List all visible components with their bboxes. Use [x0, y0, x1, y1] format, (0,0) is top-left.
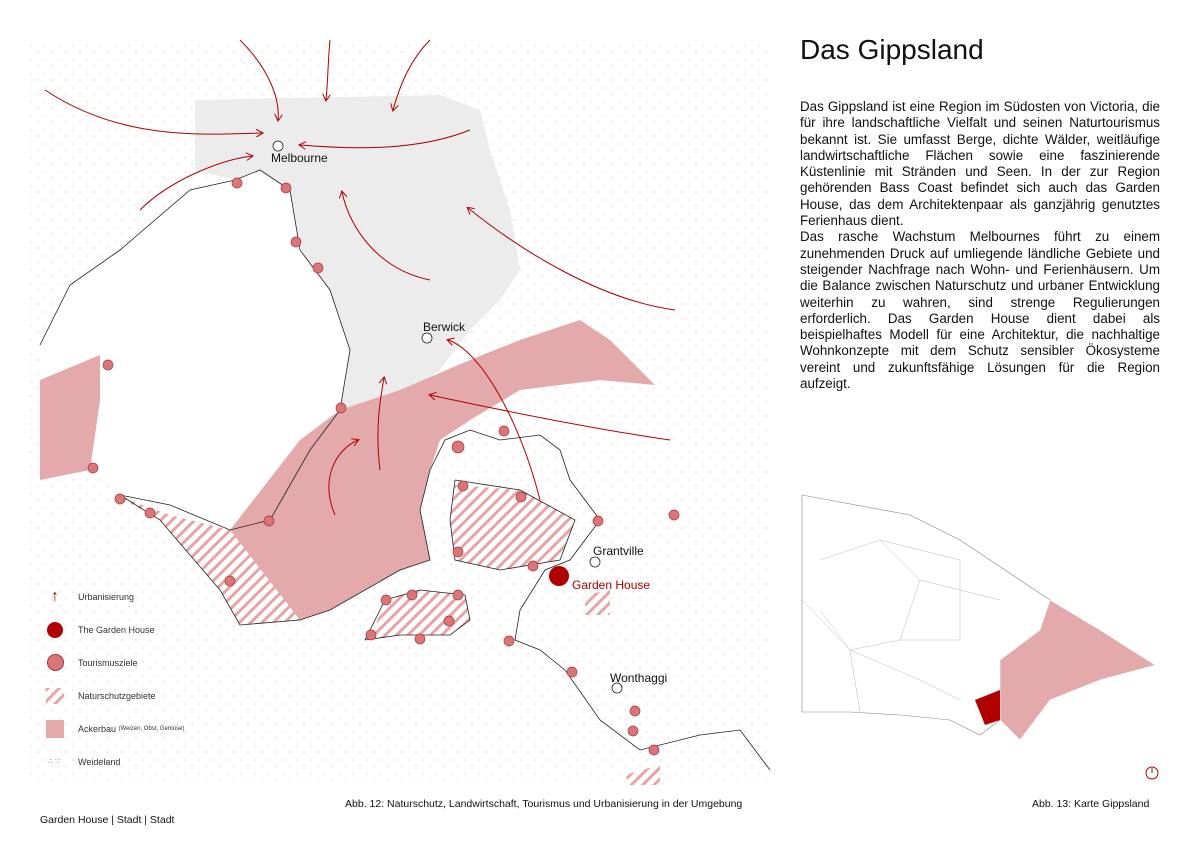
agriculture-swatch-icon: [40, 719, 70, 738]
coastline: [39, 169, 771, 771]
paragraph: Das Gippsland ist eine Region im Südoste…: [800, 99, 1160, 229]
agriculture-area-west: [40, 355, 100, 480]
bay-water: [40, 170, 350, 530]
label-grantville: Grantville: [593, 544, 644, 558]
page-title: Das Gippsland: [800, 34, 984, 65]
label-berwick: Berwick: [423, 320, 466, 334]
body-text: Das Gippsland ist eine Region im Südoste…: [800, 99, 1160, 392]
arrow-up-icon: ↑: [51, 587, 59, 605]
nature-reserve-phillip-island: [370, 590, 470, 640]
label-wonthaggi: Wonthaggi: [610, 671, 668, 685]
urbanisation-arrows: [44, 39, 676, 516]
pasture-dots-icon: ∴∵: [47, 757, 63, 766]
nature-reserve-south: [625, 765, 660, 785]
agriculture-area: [230, 320, 655, 620]
nature-reserve: [115, 495, 300, 625]
north-icon: [1145, 766, 1159, 780]
victoria-minimap: [801, 494, 1159, 780]
footer: Garden House | Stadt | Stadt: [40, 814, 175, 826]
hatch-icon: [40, 687, 70, 704]
nature-reserve-french-island: [450, 485, 575, 570]
label-garden-house: Garden House: [572, 578, 651, 592]
tourism-markers: [87, 177, 680, 756]
caption-fig13: Abb. 13: Karte Gippsland: [1032, 798, 1150, 810]
caption-fig12: Abb. 12: Naturschutz, Landwirtschaft, To…: [345, 798, 743, 810]
garden-house-marker: [549, 566, 569, 586]
garden-house-icon: [40, 621, 70, 638]
paragraph: Das rasche Wachstum Melbournes führt zu …: [800, 229, 1160, 392]
town-markers: [272, 140, 623, 694]
urban-area: [195, 95, 520, 420]
label-melbourne: Melbourne: [271, 151, 328, 165]
tourism-icon: [40, 654, 70, 671]
map-legend: ↑Urbanisierung The Garden House Tourismu…: [40, 580, 184, 778]
nature-reserve-small: [585, 590, 610, 615]
